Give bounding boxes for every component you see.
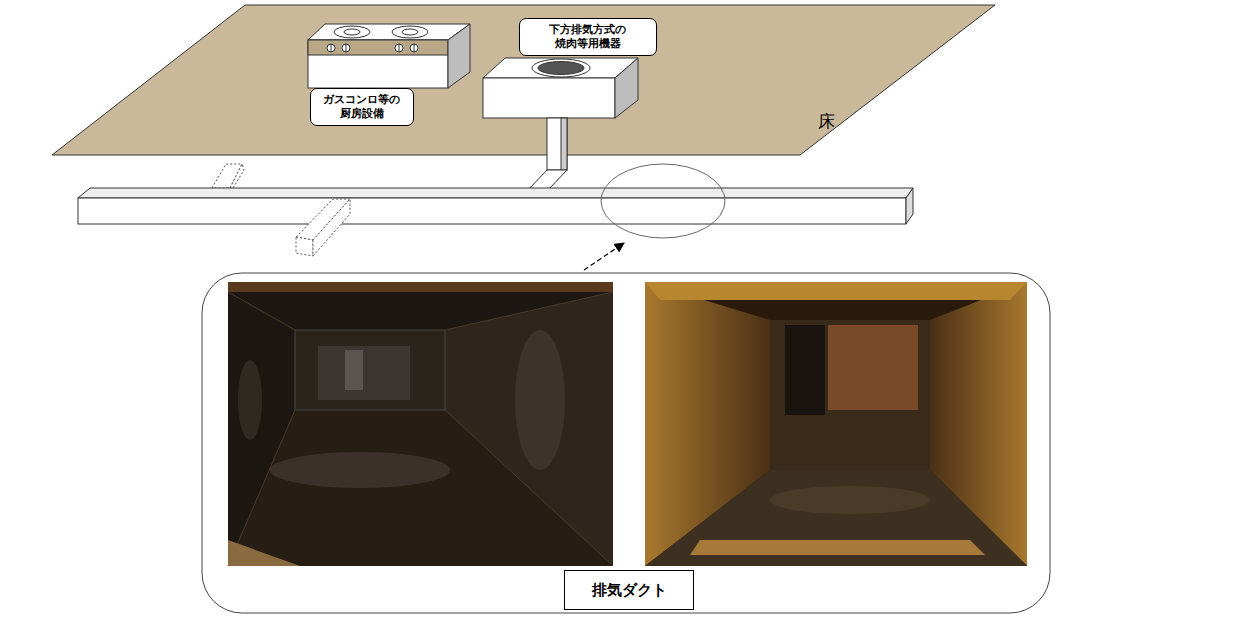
pointer-arrow <box>584 243 624 270</box>
branch-duct-hidden <box>296 199 350 256</box>
exhaust-riser <box>528 118 567 190</box>
label-box: ガスコンロ等の 厨房設備 <box>310 88 414 126</box>
focus-ellipse <box>601 164 725 238</box>
label-text: 排気ダクト <box>592 581 667 600</box>
duct-photo <box>645 282 1027 566</box>
label-box: 排気ダクト <box>564 570 694 610</box>
branch-duct-hidden <box>212 164 244 188</box>
label-text: 下方排気方式の 焼肉等用機器 <box>547 23 628 51</box>
floor-plane <box>52 5 995 155</box>
label-box: 下方排気方式の 焼肉等用機器 <box>519 18 657 56</box>
grill-appliance <box>483 58 638 118</box>
label-text: ガスコンロ等の 厨房設備 <box>321 93 402 121</box>
duct-photo <box>228 282 613 566</box>
floor-label: 床 <box>818 110 835 133</box>
photo-panel <box>202 273 1050 613</box>
main-duct <box>78 188 913 224</box>
gas-stove <box>308 24 470 88</box>
